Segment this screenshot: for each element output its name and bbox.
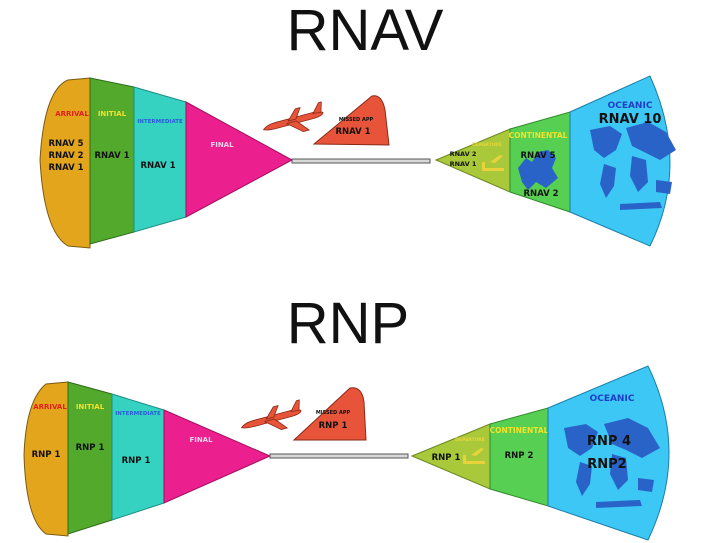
rnav-arrival-label: ARRIVAL (55, 110, 89, 118)
rnp-intermediate-label: INTERMEDIATE (115, 411, 161, 417)
rnp-departure-label: DEPARTURE (455, 437, 485, 443)
rnav-arrival-segment (39, 77, 91, 249)
rnav-title: RNAV (287, 0, 444, 63)
departure-tower-icon (482, 155, 504, 171)
rnp-oceanic-label: OCEANIC (590, 394, 635, 404)
rnav-oceanic-label: OCEANIC (608, 101, 653, 111)
rnp-final-label: FINAL (189, 436, 213, 444)
rnp-title: RNP (287, 291, 409, 356)
rnp-departure-spec: RNP 1 (432, 453, 461, 463)
rnp-arrival-spec: RNP 1 (32, 450, 61, 460)
rnp-initial-label: INITIAL (76, 403, 105, 411)
rnp-arrival-label: ARRIVAL (33, 403, 67, 411)
rnav-initial-segment (89, 77, 135, 245)
rnav-missed-app: MISSED APP RNAV 1 (312, 95, 390, 146)
rnav-intermediate-segment (133, 86, 187, 233)
rnav-intermediate-spec: RNAV 1 (140, 161, 175, 171)
rnp-oceanic-spec-1: RNP 4 (587, 434, 631, 449)
rnp-continental-label: CONTINENTAL (490, 426, 549, 435)
rnp-oceanic-segment (547, 365, 670, 541)
rnav-departure-label: DEPARTURE (472, 142, 502, 148)
rnp-departure-cone: DEPARTURE RNP 1 CONTINENTAL RNP 2 OCEANI… (410, 365, 670, 541)
rnp-intermediate-spec: RNP 1 (122, 456, 151, 466)
rnav-approach-cone: ARRIVAL RNAV 5 RNAV 2 RNAV 1 INITIAL RNA… (39, 77, 294, 249)
rnp-final-segment (163, 409, 272, 504)
rnav-departure-cone: DEPARTURE RNAV 2 RNAV 1 CONTINENTAL RNAV… (434, 75, 676, 247)
world-map-icon (564, 418, 660, 508)
airplane-icon (262, 101, 324, 132)
rnav-departure-spec-1: RNAV 2 (450, 150, 477, 158)
rnp-missed-app: MISSED APP RNP 1 (292, 387, 367, 441)
rnav-missed-app-spec: RNAV 1 (335, 127, 370, 137)
rnp-runway (269, 453, 409, 459)
rnp-missed-app-spec: RNP 1 (319, 421, 348, 431)
airplane-icon (240, 399, 302, 430)
europe-map-icon (518, 150, 558, 190)
rnp-missed-app-label: MISSED APP (316, 410, 351, 416)
rnav-continental-spec-1: RNAV 5 (520, 151, 555, 161)
departure-tower-icon (463, 448, 485, 464)
rnav-initial-spec: RNAV 1 (94, 151, 129, 161)
rnp-oceanic-spec-2: RNP2 (587, 457, 626, 472)
rnav-final-label: FINAL (210, 141, 234, 149)
rnav-continental-spec-2: RNAV 2 (523, 189, 558, 199)
world-map-icon (590, 122, 676, 210)
rnp-approach-cone: ARRIVAL RNP 1 INITIAL RNP 1 INTERMEDIATE… (23, 381, 272, 537)
rnav-departure-spec-2: RNAV 1 (450, 160, 477, 168)
rnav-missed-app-shape (312, 95, 390, 146)
rnav-initial-label: INITIAL (98, 110, 127, 118)
rnav-arrival-spec-2: RNAV 2 (48, 151, 83, 161)
rnav-final-segment (185, 101, 294, 218)
rnp-initial-spec: RNP 1 (76, 443, 105, 453)
rnav-oceanic-spec: RNAV 10 (599, 112, 662, 127)
rnp-missed-app-shape (292, 387, 367, 441)
rnav-arrival-spec-1: RNAV 5 (48, 139, 83, 149)
rnav-missed-app-label: MISSED APP (339, 117, 374, 123)
rnp-section: RNP ARRIVAL RNP 1 INITIAL RNP 1 INTERMED… (23, 291, 670, 541)
rnp-continental-spec: RNP 2 (505, 451, 534, 461)
rnp-arrival-segment (23, 381, 69, 537)
rnav-intermediate-label: INTERMEDIATE (137, 119, 183, 125)
rnav-continental-label: CONTINENTAL (509, 131, 568, 140)
rnav-arrival-spec-3: RNAV 1 (48, 163, 83, 173)
rnav-section: RNAV ARRIVAL RNAV 5 RNAV 2 RNAV 1 INITIA… (39, 0, 676, 249)
rnav-runway (291, 158, 431, 164)
